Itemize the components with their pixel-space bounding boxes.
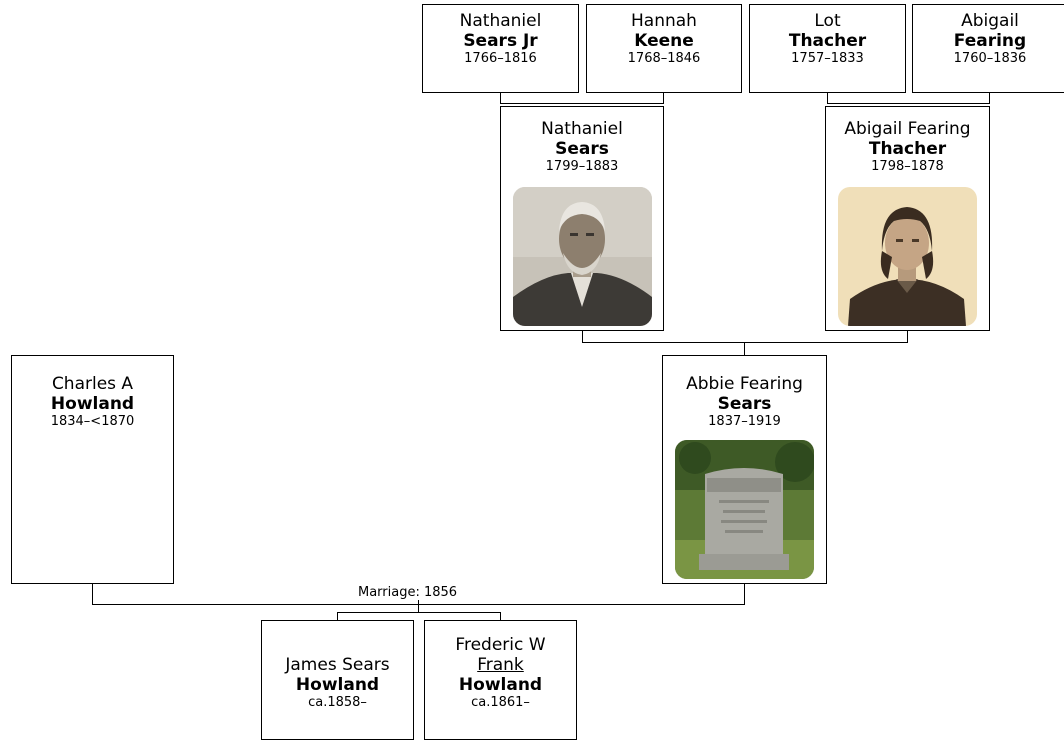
person-card-abbie-sears[interactable]: Abbie Fearing Sears 1837–1919 bbox=[662, 355, 827, 584]
portrait-photo[interactable] bbox=[838, 187, 977, 326]
last-name: Keene bbox=[634, 31, 694, 51]
first-name: Abigail Fearing bbox=[844, 119, 971, 139]
connector-line bbox=[989, 92, 990, 103]
connector-line bbox=[744, 342, 745, 356]
person-card-nathaniel-sears-jr[interactable]: Nathaniel Sears Jr 1766–1816 bbox=[422, 4, 579, 93]
person-card-lot-thacher[interactable]: Lot Thacher 1757–1833 bbox=[749, 4, 906, 93]
person-card-abigail-fearing[interactable]: Abigail Fearing 1760–1836 bbox=[912, 4, 1064, 93]
person-card-charles-howland[interactable]: Charles A Howland 1834–<1870 bbox=[11, 355, 174, 584]
first-name: Nathaniel bbox=[459, 11, 542, 31]
last-name: Howland bbox=[295, 675, 380, 695]
life-years: 1799–1883 bbox=[545, 159, 619, 174]
nickname[interactable]: Frank bbox=[477, 655, 524, 675]
connector-line bbox=[582, 330, 583, 342]
first-name: Nathaniel bbox=[541, 119, 623, 139]
connector-line bbox=[500, 612, 501, 621]
first-name: Abbie Fearing bbox=[686, 374, 803, 394]
life-years: 1837–1919 bbox=[708, 414, 781, 429]
last-name: Sears bbox=[555, 139, 609, 159]
gravestone-photo[interactable] bbox=[675, 440, 814, 579]
life-years: 1760–1836 bbox=[953, 51, 1027, 66]
last-name: Sears Jr bbox=[463, 31, 538, 51]
connector-line bbox=[92, 583, 93, 605]
connector-line bbox=[500, 92, 501, 103]
person-card-hannah-keene[interactable]: Hannah Keene 1768–1846 bbox=[586, 4, 742, 93]
connector-line bbox=[418, 600, 419, 605]
marriage-label: Marriage: 1856 bbox=[356, 585, 460, 600]
last-name: Howland bbox=[50, 394, 135, 414]
last-name: Thacher bbox=[868, 139, 947, 159]
life-years: 1757–1833 bbox=[791, 51, 864, 66]
last-name: Thacher bbox=[788, 31, 867, 51]
first-name: Frederic W bbox=[455, 635, 546, 655]
portrait-photo-image bbox=[513, 187, 652, 326]
portrait-photo[interactable] bbox=[513, 187, 652, 326]
connector-line bbox=[827, 103, 990, 104]
connector-line bbox=[418, 604, 419, 613]
last-name: Fearing bbox=[953, 31, 1027, 51]
first-name: Hannah bbox=[631, 11, 697, 31]
first-name: Lot bbox=[814, 11, 841, 31]
life-years: 1834–<1870 bbox=[50, 414, 135, 429]
first-name: Charles A bbox=[51, 374, 134, 394]
portrait-photo-image bbox=[838, 187, 977, 326]
life-years: 1768–1846 bbox=[627, 51, 701, 66]
connector-line bbox=[663, 92, 664, 103]
connector-line bbox=[337, 612, 338, 621]
first-name: Abigail bbox=[961, 11, 1019, 31]
person-card-james-howland[interactable]: James Sears Howland ca.1858– bbox=[261, 620, 414, 740]
last-name: Howland bbox=[458, 675, 543, 695]
person-card-nathaniel-sears[interactable]: Nathaniel Sears 1799–1883 bbox=[500, 106, 664, 331]
life-years: 1766–1816 bbox=[464, 51, 537, 66]
connector-line bbox=[500, 103, 664, 104]
last-name: Sears bbox=[717, 394, 772, 414]
person-card-frederic-howland[interactable]: Frederic W Frank Howland ca.1861– bbox=[424, 620, 577, 740]
connector-line bbox=[827, 92, 828, 103]
connector-line bbox=[907, 330, 908, 342]
life-years: ca.1861– bbox=[471, 695, 530, 710]
life-years: ca.1858– bbox=[308, 695, 367, 710]
first-name: James Sears bbox=[285, 655, 390, 675]
connector-line bbox=[337, 612, 501, 613]
connector-line bbox=[582, 342, 908, 343]
gravestone-photo-image bbox=[675, 440, 814, 579]
connector-line bbox=[744, 583, 745, 605]
life-years: 1798–1878 bbox=[871, 159, 944, 174]
person-card-abigail-thacher[interactable]: Abigail Fearing Thacher 1798–1878 bbox=[825, 106, 990, 331]
